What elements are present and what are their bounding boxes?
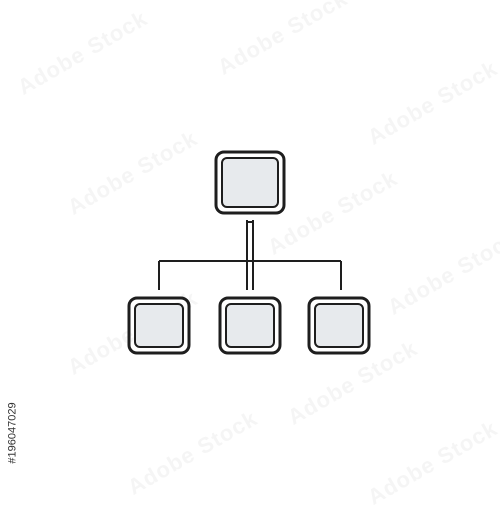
top-node bbox=[214, 150, 286, 215]
image-id-label: #196047029 bbox=[2, 378, 24, 488]
child-node-right bbox=[307, 296, 371, 355]
org-chart-canvas: Adobe Stock Adobe Stock Adobe Stock Adob… bbox=[2, 150, 371, 488]
child-node-left bbox=[127, 296, 191, 355]
connector-branches bbox=[158, 260, 342, 290]
org-chart-icon bbox=[127, 150, 371, 355]
child-node-center bbox=[218, 296, 282, 355]
connector-trunk bbox=[246, 220, 254, 290]
image-id-text: #196047029 bbox=[7, 402, 19, 464]
